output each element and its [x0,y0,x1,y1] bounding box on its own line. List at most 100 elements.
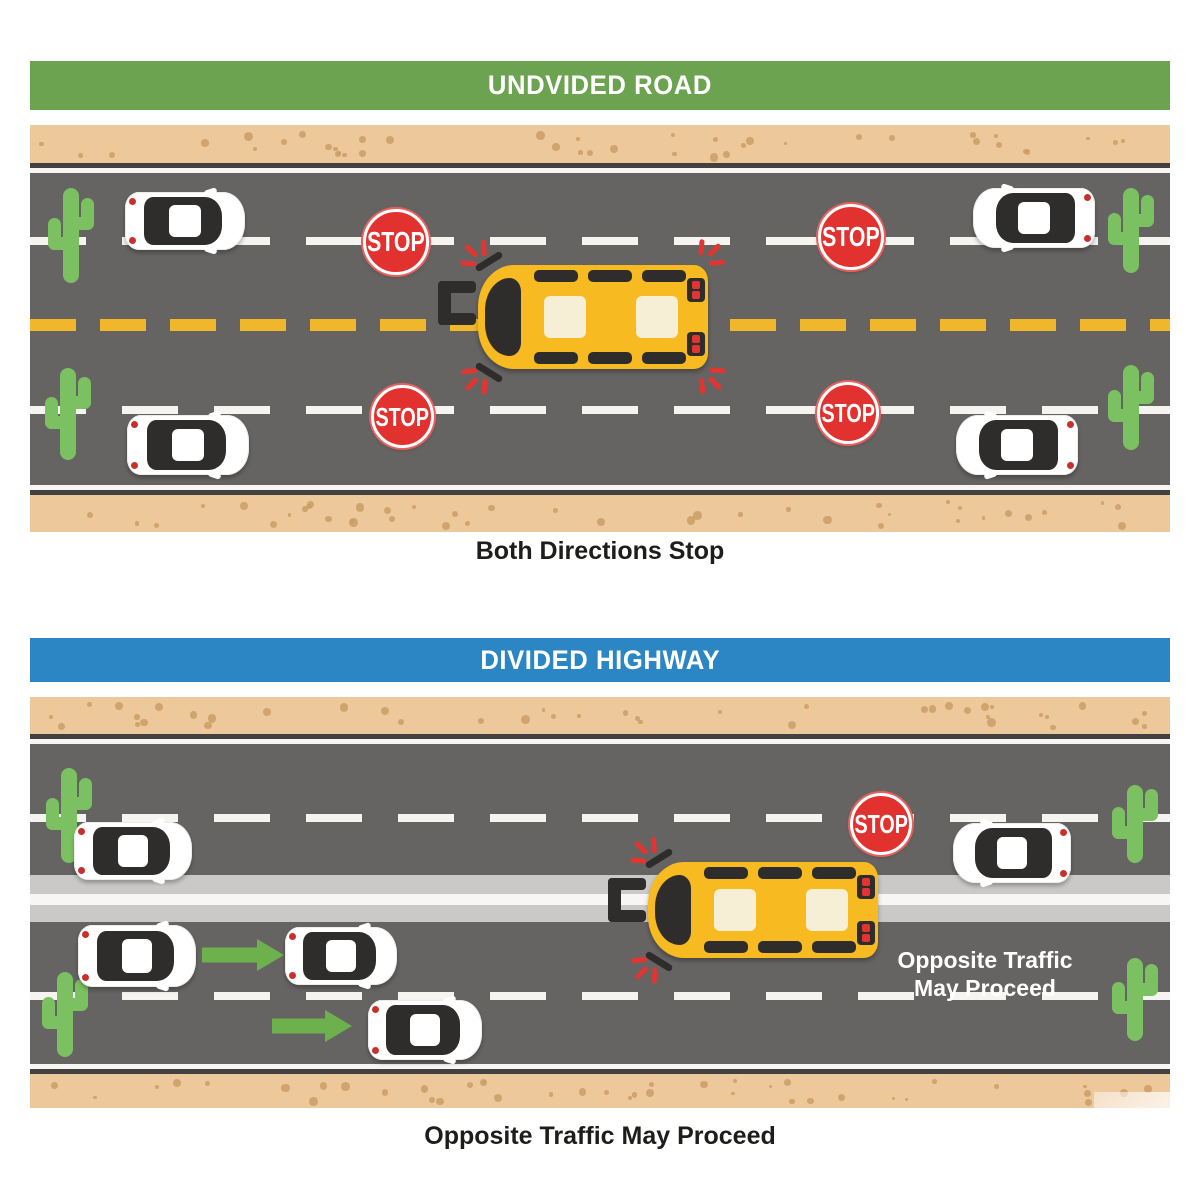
sand-dot [339,703,349,712]
taillight [129,198,136,205]
sand-dot [1120,138,1126,143]
bus-stop-arm [438,281,478,325]
arrow-shaft [202,947,260,963]
car-roof [326,940,356,972]
sand-dot [281,139,288,146]
sand-dot [877,522,884,529]
sand-dot [155,1085,159,1089]
flash-bar [460,260,477,267]
sand-dot [603,1089,610,1096]
lane-line-dashed-white [30,237,1170,245]
cactus [45,368,91,460]
car [368,995,482,1065]
sand-dot [946,500,950,504]
sand-dot [478,717,485,725]
bus-window-segment [534,352,578,364]
sand-dot [741,143,746,148]
taillight [1067,421,1074,428]
sand-dot [804,703,810,709]
school-bus [608,836,878,984]
sand-dot [837,1093,846,1102]
taillight [1084,235,1091,242]
cactus [46,768,92,863]
median-center-line [30,894,1170,905]
rear-light [692,291,700,299]
sand-dot [981,515,986,520]
sand-dot [436,1097,444,1106]
sand-dot [986,714,991,719]
sand-dot [421,1085,429,1093]
cactus-part [60,368,76,460]
sand-dot [578,150,583,155]
sand-dot [109,152,116,159]
sand-dot [536,131,545,140]
bus-rear-lights [687,332,705,356]
sand-dot [134,714,140,720]
bus-window-segment [758,867,802,879]
sand-dot [718,710,723,714]
sand-dot [1132,717,1140,725]
sand-dot [731,1091,735,1096]
bus-window-segment [812,941,856,953]
stop-sign-label: STOP [375,401,430,432]
cactus-part [75,978,88,1011]
sand-dot [888,135,895,142]
sand-dot [783,141,787,145]
arrow-head-icon [325,1010,352,1042]
cactus-part [1112,982,1125,1015]
car-roof [1018,201,1050,235]
flash-bar [464,376,480,392]
bus-window-segment [588,270,632,282]
sand-dot [784,1079,792,1087]
sand-dot [342,153,347,158]
taillight [129,237,136,244]
sand-shoulder [30,125,1170,163]
sand-shoulder [30,697,1170,734]
sand-dot [333,147,338,152]
car-roof [172,428,204,462]
bus-roof-hatch [636,296,678,338]
sand-dot [1142,724,1147,729]
sand-dot [348,518,358,527]
bus-windshield [655,875,691,945]
cactus [1112,785,1158,863]
sand-dot [204,1080,211,1087]
sand-dot [823,515,832,525]
sand-dot [1024,513,1033,521]
cactus [42,972,88,1057]
sand-dot [738,512,743,517]
sand-dot [876,502,882,509]
sand-dot [578,1088,587,1096]
sand-dot [576,714,581,719]
cactus-part [1145,789,1158,822]
cactus [1108,188,1154,273]
rear-light [862,888,870,896]
car [125,187,245,255]
cactus [1108,365,1154,450]
sand-dot [856,134,863,140]
car [953,818,1071,888]
sand-dot [552,143,560,151]
sand-dot [154,703,163,712]
cactus-part [46,798,59,831]
sand-dot [550,713,557,720]
cactus-part [57,972,73,1057]
flash-bar [460,367,478,375]
taillight [372,1006,379,1013]
sand-dot [994,134,998,138]
taillight [131,421,138,428]
sand-dot [686,516,696,525]
sand-dot [622,710,629,716]
sand-dot [1115,503,1122,510]
sand-dot [49,714,54,719]
cactus-part [48,218,61,251]
bus-window-segment [758,941,802,953]
sand-dot [488,504,495,512]
car-roof [169,205,201,237]
rear-light [862,878,870,886]
bus-window-segment [642,352,686,364]
sand-dot [807,1097,814,1105]
sand-dot [1041,510,1047,515]
flash-bar [480,239,488,257]
sand-dot [596,517,606,527]
